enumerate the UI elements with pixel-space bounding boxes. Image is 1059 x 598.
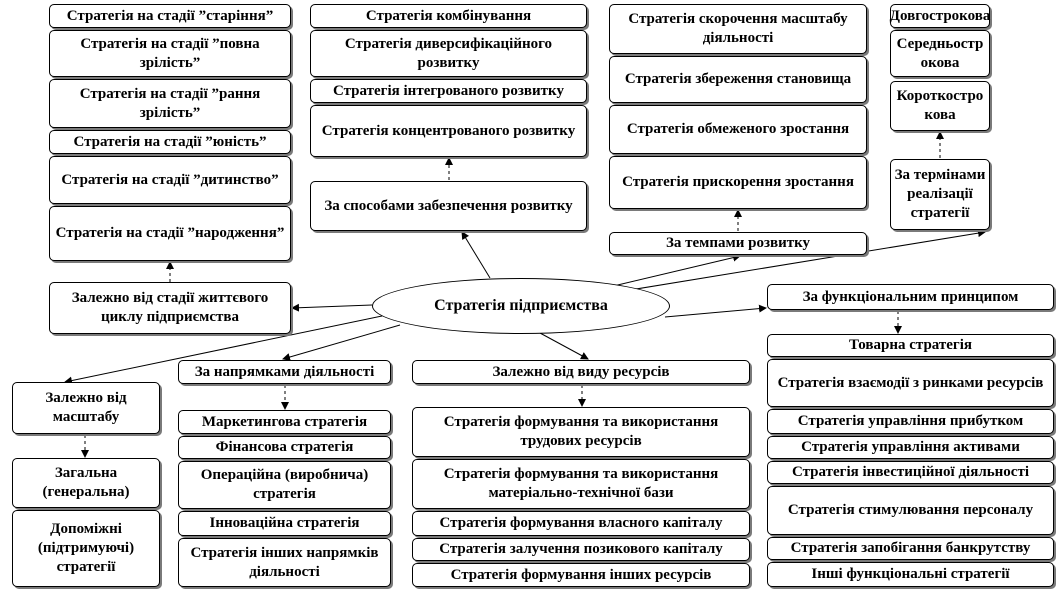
link-center-pace xyxy=(604,253,741,289)
group-resources[interactable]: Залежно від виду ресурсів xyxy=(412,360,750,384)
functional-item-assets[interactable]: Стратегія управління активами xyxy=(767,436,1054,459)
directions-item-other[interactable]: Стратегія інших напрямків діяльності xyxy=(178,538,391,587)
link-center-terms xyxy=(629,229,986,291)
group-terms[interactable]: За термінами реалізації стратегії xyxy=(890,159,990,230)
link-center-directions xyxy=(282,324,401,361)
functional-item-profit[interactable]: Стратегія управління прибутком xyxy=(767,409,1054,434)
group-resources-label: Залежно від виду ресурсів xyxy=(492,363,670,380)
pace-item-limited-growth[interactable]: Стратегія обмеженого зростання xyxy=(609,105,867,154)
group-functional-label: За функціональним принципом xyxy=(802,288,1019,305)
group-functional[interactable]: За функціональним принципом xyxy=(767,284,1054,310)
lifecycle-item-early-maturity[interactable]: Стратегія на стадії ”рання зрілість” xyxy=(49,79,291,128)
group-methods[interactable]: За способами забезпечення розвитку xyxy=(310,181,587,231)
group-pace[interactable]: За темпами розвитку xyxy=(609,232,867,255)
lifecycle-item-childhood[interactable]: Стратегія на стадії ”дитинство” xyxy=(49,156,291,204)
functional-item-investment[interactable]: Стратегія інвестиційної діяльності xyxy=(767,461,1054,484)
pace-item-accelerated-growth[interactable]: Стратегія прискорення зростання xyxy=(609,156,867,209)
lifecycle-item-full-maturity[interactable]: Стратегія на стадії ”повна зрілість” xyxy=(49,30,291,77)
center-node[interactable]: Стратегія підприємства xyxy=(372,278,670,334)
group-terms-label: За термінами реалізації стратегії xyxy=(894,167,986,221)
lifecycle-item-youth[interactable]: Стратегія на стадії ”юність” xyxy=(49,130,291,154)
link-center-methods xyxy=(461,231,491,279)
link-center-resources xyxy=(539,332,589,360)
scale-item-general[interactable]: Загальна (генеральна) xyxy=(12,458,160,508)
directions-item-innovation[interactable]: Інноваційна стратегія xyxy=(178,511,391,536)
methods-item-combination[interactable]: Стратегія комбінування xyxy=(310,4,587,28)
resources-item-own-capital[interactable]: Стратегія формування власного капіталу xyxy=(412,511,750,536)
group-scale-label: Залежно від масштабу xyxy=(45,390,127,425)
link-center-scale xyxy=(64,315,383,385)
group-directions[interactable]: За напрямками діяльності xyxy=(178,360,391,384)
scale-item-supporting[interactable]: Допоміжні (підтримуючі) стратегії xyxy=(12,510,160,587)
group-scale[interactable]: Залежно від масштабу xyxy=(12,382,160,434)
lifecycle-item-old-age[interactable]: Стратегія на стадії ”старіння” xyxy=(49,4,291,28)
terms-item-long[interactable]: Довгострокова xyxy=(890,4,990,28)
terms-item-medium[interactable]: Середньострокова xyxy=(890,30,990,77)
methods-item-diversification[interactable]: Стратегія диверсифікаційного розвитку xyxy=(310,30,587,77)
directions-item-operational[interactable]: Операційна (виробнича) стратегія xyxy=(178,461,391,509)
terms-item-short[interactable]: Короткострокова xyxy=(890,81,990,131)
functional-item-other[interactable]: Інші функціональні стратегії xyxy=(767,562,1054,587)
group-lifecycle-label: Залежно від стадії життєвого циклу підпр… xyxy=(71,290,269,325)
directions-item-financial[interactable]: Фінансова стратегія xyxy=(178,436,391,459)
resources-item-labor[interactable]: Стратегія формування та використання тру… xyxy=(412,407,750,457)
group-directions-label: За напрямками діяльності xyxy=(194,363,375,380)
directions-item-marketing[interactable]: Маркетингова стратегія xyxy=(178,410,391,434)
resources-item-material-base[interactable]: Стратегія формування та використання мат… xyxy=(412,459,750,509)
functional-item-bankruptcy[interactable]: Стратегія запобігання банкрутству xyxy=(767,537,1054,560)
link-center-functional xyxy=(664,304,767,318)
functional-item-resource-markets[interactable]: Стратегія взаємодії з ринками ресурсів xyxy=(767,359,1054,407)
group-pace-label: За темпами розвитку xyxy=(665,235,811,251)
group-lifecycle[interactable]: Залежно від стадії життєвого циклу підпр… xyxy=(49,282,291,334)
pace-item-downsizing[interactable]: Стратегія скорочення масштабу діяльності xyxy=(609,4,867,54)
lifecycle-item-birth[interactable]: Стратегія на стадії ”народження” xyxy=(49,206,291,261)
group-methods-label: За способами забезпечення розвитку xyxy=(324,197,573,214)
methods-item-integrated[interactable]: Стратегія інтегрованого розвитку xyxy=(310,79,587,103)
resources-item-borrowed-capital[interactable]: Стратегія залучення позикового капіталу xyxy=(412,538,750,561)
pace-item-preservation[interactable]: Стратегія збереження становища xyxy=(609,56,867,103)
resources-item-other[interactable]: Стратегія формування інших ресурсів xyxy=(412,563,750,587)
link-center-lifecycle xyxy=(291,303,373,312)
functional-item-product[interactable]: Товарна стратегія xyxy=(767,334,1054,357)
functional-item-personnel[interactable]: Стратегія стимулювання персоналу xyxy=(767,486,1054,535)
methods-item-concentrated[interactable]: Стратегія концентрованого розвитку xyxy=(310,105,587,157)
center-label: Стратегія підприємства xyxy=(434,297,608,314)
